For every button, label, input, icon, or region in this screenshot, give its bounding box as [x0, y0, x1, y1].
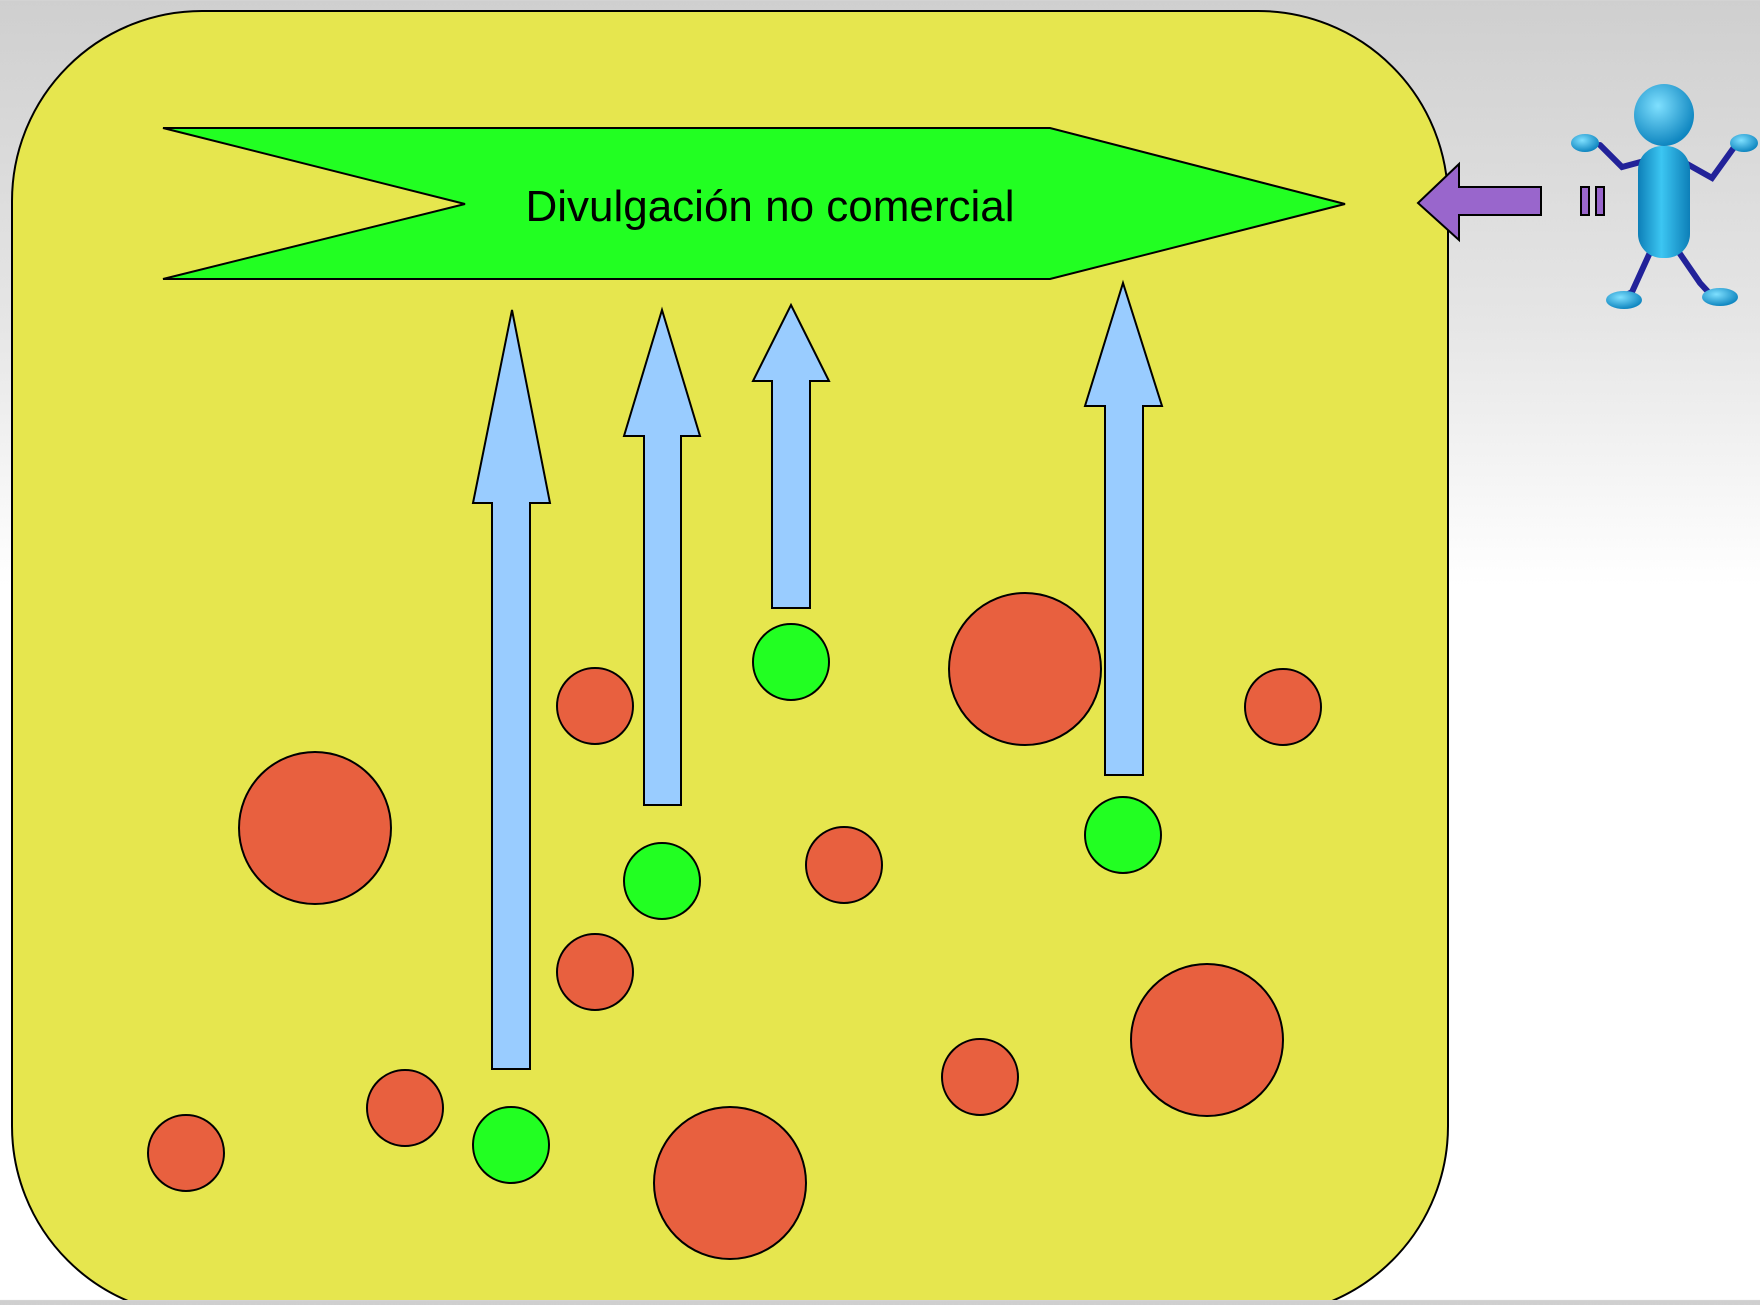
- red-circle: [948, 592, 1102, 746]
- green-circle: [472, 1106, 550, 1184]
- red-circle: [366, 1069, 444, 1147]
- person-figure-icon: [1571, 84, 1758, 309]
- red-circle: [147, 1114, 225, 1192]
- green-circle: [752, 623, 830, 701]
- up-arrow-4: [1083, 279, 1164, 776]
- red-circle: [653, 1106, 807, 1260]
- banner-shape: [162, 127, 1346, 280]
- red-circle: [941, 1038, 1019, 1116]
- red-circle: [238, 751, 392, 905]
- red-circle: [805, 826, 883, 904]
- green-circle: [623, 842, 701, 920]
- context-panel: [11, 10, 1449, 1305]
- banner-label: Divulgación no comercial: [525, 182, 1014, 231]
- up-arrow-3: [751, 302, 831, 609]
- green-circle: [1084, 796, 1162, 874]
- up-arrow-2: [622, 306, 702, 806]
- left-arrow: [1416, 161, 1605, 243]
- red-circle: [1130, 963, 1284, 1117]
- up-arrow-1: [471, 309, 552, 1070]
- red-circle: [556, 667, 634, 745]
- red-circle: [556, 933, 634, 1011]
- red-circle: [1244, 668, 1322, 746]
